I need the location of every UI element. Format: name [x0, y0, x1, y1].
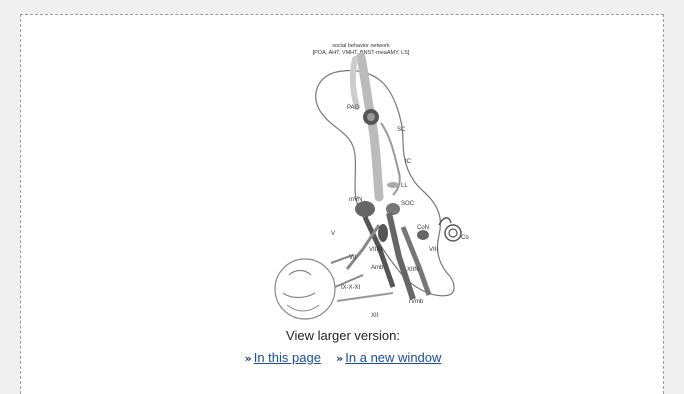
figure-panel: social behavior network [POA, AHT, VMHT,… [20, 14, 664, 394]
label-soc: SOC [401, 201, 415, 207]
figure-title-line1: social behavior network [332, 43, 390, 49]
con-node [417, 230, 429, 240]
label-rvmb: rVmb [409, 299, 424, 305]
ascending-pathway-2 [353, 59, 357, 107]
label-amb: Amb [371, 265, 384, 271]
figure-caption: View larger version: [21, 328, 665, 343]
label-mvn: mVN [349, 197, 362, 203]
label-ll: LL [401, 183, 408, 189]
view-links: »In this page »In a new window [21, 350, 665, 365]
face-inset [275, 259, 335, 319]
label-ix-x-xi: IX-X-XI [341, 285, 361, 291]
label-xii: XII [371, 313, 379, 319]
label-xiin: XIIN [407, 267, 419, 273]
pag-node-core [367, 113, 375, 121]
arrow-3 [337, 293, 393, 301]
in-this-page-link[interactable]: In this page [254, 350, 321, 365]
double-arrow-icon: » [336, 352, 343, 365]
ll-node [387, 182, 399, 188]
mvn-node [355, 201, 375, 217]
figure-image[interactable]: social behavior network [POA, AHT, VMHT,… [243, 37, 475, 321]
neural-pathway-diagram: social behavior network [POA, AHT, VMHT,… [243, 37, 475, 321]
cochlea-inner [449, 229, 457, 237]
in-new-window-link[interactable]: In a new window [345, 350, 441, 365]
label-v: V [331, 231, 335, 237]
soc-node [386, 203, 400, 215]
viiin-node [378, 224, 388, 242]
label-viiin: VIIIN [369, 247, 382, 253]
label-viii: VIII [429, 247, 438, 253]
label-co: Co [461, 235, 469, 241]
page-background: social behavior network [POA, AHT, VMHT,… [0, 0, 684, 383]
label-sc: SC [397, 127, 406, 133]
cochlea-icon [445, 225, 461, 241]
label-pag: PAG [347, 105, 360, 111]
label-con: CoN [417, 225, 429, 231]
double-arrow-icon: » [245, 352, 252, 365]
label-ic: IC [405, 159, 412, 165]
label-vii: VII [349, 255, 357, 261]
